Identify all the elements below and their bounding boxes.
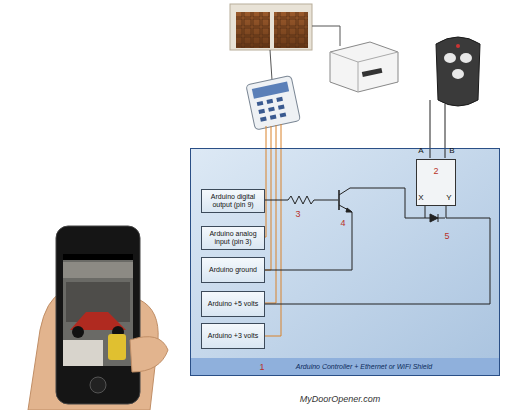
transistor-symbol [262,188,425,270]
pin-label: Arduino +5 volts [208,300,258,308]
pin-name: A [418,146,423,155]
watermark: MyDoorOpener.com [300,394,381,404]
callout-number: 3 [295,209,300,219]
wire [445,104,446,158]
pin-name: Y [446,193,451,202]
wire-connector [265,206,490,304]
pin-name: X [418,193,423,202]
garage-opener [330,42,398,92]
panel-title: Arduino Controller + Ethernet or WiFi Sh… [258,363,432,375]
pin-label: Arduino ground [209,266,257,274]
callout-number: 5 [444,231,449,241]
pin-label: Arduino analog input (pin 3) [205,230,261,246]
pin-name: B [449,146,454,155]
callout-number: 1 [259,362,264,372]
resistor-symbol [262,196,338,204]
pin-label: Arduino digital output (pin 9) [205,193,261,209]
arduino-pin-box: Arduino digital output (pin 9) [201,189,265,213]
controller-panel-ground [190,148,500,376]
pin-label: Arduino +3 volts [208,332,258,340]
remote-control [436,37,480,106]
arduino-pin-box: Arduino ground [201,257,265,283]
diode-symbol [425,214,445,222]
arduino-pin-box: Arduino +3 volts [201,323,265,349]
controller-panel: Arduino Controller + Ethernet or WiFi Sh… [190,148,500,376]
wire [270,50,272,80]
garage-photo [230,4,312,50]
callout-number: 4 [340,218,345,228]
callout-number: 2 [433,166,438,205]
wire [340,26,341,46]
arduino-pin-box: Arduino +5 volts [201,291,265,317]
wire [430,100,431,158]
wire [312,26,340,27]
phone-in-hand [28,226,168,410]
alarm-keypad [246,75,301,130]
panel-band [191,358,499,375]
arduino-pin-box: Arduino analog input (pin 3) [201,226,265,250]
